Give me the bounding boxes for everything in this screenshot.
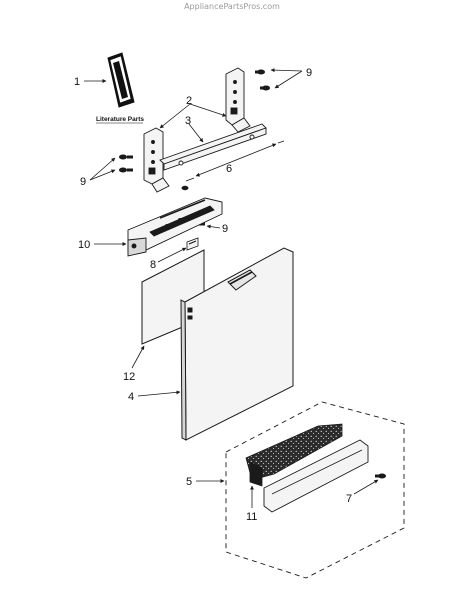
part-6-dimension bbox=[185, 140, 285, 182]
callout-1: 1 bbox=[74, 76, 80, 88]
callout-4: 4 bbox=[128, 391, 134, 403]
part-1-literature bbox=[107, 52, 135, 108]
kickplate-box bbox=[225, 401, 405, 579]
leader-lines bbox=[84, 68, 379, 508]
part-11-insulation bbox=[245, 423, 343, 487]
part-3-support-channel bbox=[159, 123, 267, 171]
part-2-bracket-left bbox=[143, 127, 170, 193]
callout-11: 11 bbox=[246, 511, 257, 523]
part-2-bracket-right bbox=[225, 67, 251, 133]
watermark: AppliancePartsPros.com bbox=[184, 2, 280, 11]
callout-9-top: 9 bbox=[306, 67, 312, 79]
callout-2: 2 bbox=[186, 95, 192, 107]
part-8-clip bbox=[186, 237, 199, 251]
screw-bottom-channel bbox=[181, 185, 189, 191]
callout-9-middle: 9 bbox=[222, 223, 228, 235]
callout-12: 12 bbox=[123, 371, 135, 383]
callout-5: 5 bbox=[186, 476, 192, 488]
part-4-outer-door bbox=[180, 247, 294, 441]
screw-kickplate bbox=[375, 473, 386, 479]
callout-8: 8 bbox=[150, 259, 156, 271]
part-10-control-assembly bbox=[127, 197, 223, 257]
callout-7: 7 bbox=[346, 493, 352, 505]
part-7-kickplate bbox=[263, 439, 369, 513]
screws-top-right bbox=[255, 69, 270, 91]
callout-6: 6 bbox=[226, 163, 232, 175]
screws-left bbox=[119, 154, 133, 173]
callout-10: 10 bbox=[78, 239, 90, 251]
callout-3: 3 bbox=[185, 115, 191, 127]
literature-parts-label: Literature Parts bbox=[96, 116, 144, 123]
callout-9-left: 9 bbox=[80, 176, 86, 188]
